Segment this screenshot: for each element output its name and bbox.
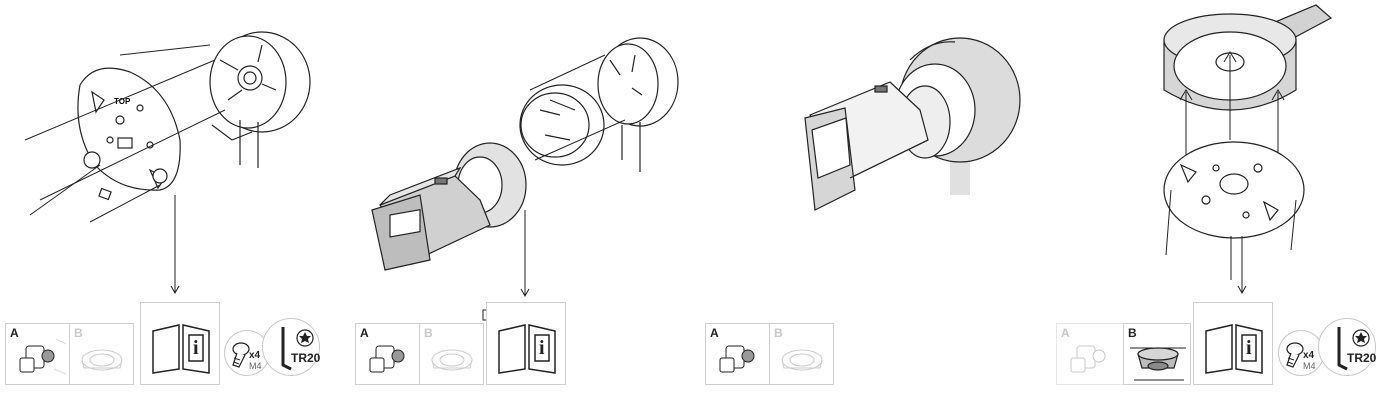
arrow-down (1237, 236, 1247, 295)
mount-option-b[interactable]: B (69, 323, 134, 385)
step-4-illustration (1163, 4, 1333, 295)
mount-option-letter: A (360, 326, 369, 340)
junction-box (597, 37, 679, 172)
tool-label: TR20 (1347, 351, 1377, 365)
mount-option-letter: A (1061, 326, 1070, 340)
mount-option-a[interactable]: A (1056, 323, 1124, 385)
info-glyph: i (193, 337, 199, 359)
torx-star-icon (1352, 329, 1370, 347)
open-book-info-icon (152, 324, 210, 374)
info-glyph: i (1246, 337, 1252, 359)
manual-info-box[interactable]: i (140, 302, 220, 385)
tool-label: TR20 (291, 351, 321, 365)
open-book-info-icon (498, 324, 556, 374)
torx-screw-icon (1286, 342, 1304, 368)
mount-option-letter: B (774, 326, 783, 340)
mount-option-a[interactable]: A (705, 323, 770, 385)
wall-mount-icon (1070, 345, 1106, 373)
mount-option-letter: B (1128, 326, 1137, 340)
mounting-plate (77, 67, 181, 201)
mount-option-a[interactable]: A (5, 323, 70, 385)
wall-mount-icon (369, 345, 405, 373)
arrow-down (170, 195, 180, 295)
torx-key-icon (1337, 327, 1348, 371)
info-glyph: i (539, 337, 545, 359)
junction-box (209, 31, 311, 168)
mounting-plate (1163, 141, 1305, 239)
screw-size: M4 (1303, 361, 1316, 371)
plate-marking-top: TOP (114, 97, 131, 106)
torx-key-icon (281, 327, 292, 371)
tool-circle: TR20 (262, 318, 320, 376)
screw-count: x4 (1303, 350, 1315, 361)
mount-option-b[interactable]: B (1123, 323, 1191, 385)
mount-option-b[interactable]: B (419, 323, 484, 385)
screw-count: x4 (249, 350, 261, 361)
step-1-panel: TOP A B (0, 0, 340, 413)
step-1-illustration: TOP (24, 31, 311, 295)
manual-info-box[interactable]: i (1193, 302, 1273, 385)
step-2-illustration (371, 37, 679, 298)
tool-circle: TR20 (1318, 318, 1376, 376)
step-3-panel: A B (700, 0, 1040, 413)
manual-info-box[interactable]: i (486, 302, 566, 385)
mount-option-letter: A (10, 326, 19, 340)
screw-size: M4 (249, 361, 262, 371)
arrow-down (520, 210, 530, 298)
mount-option-letter: B (424, 326, 433, 340)
step-3-illustration (804, 37, 1021, 211)
step-4-panel: A B i (1046, 0, 1386, 413)
open-book-info-icon (1205, 324, 1263, 374)
ceiling-mount-icon (81, 349, 123, 371)
mount-option-letter: A (710, 326, 719, 340)
ceiling-mount-icon (1130, 347, 1186, 381)
torx-screw-icon (232, 342, 250, 368)
alignment-lines (24, 44, 226, 223)
screw-circle: x4 M4 (1278, 330, 1324, 376)
bullet-camera (371, 142, 527, 271)
mount-option-b[interactable]: B (769, 323, 834, 385)
alignment-lines (529, 54, 626, 161)
mount-option-a[interactable]: A (355, 323, 420, 385)
wall-mount-icon (19, 338, 67, 375)
torx-star-icon (296, 329, 314, 347)
bullet-camera (804, 81, 951, 211)
ceiling-mount-icon (431, 349, 473, 371)
wall-mount-icon (719, 345, 755, 373)
mounting-plate (519, 84, 605, 166)
ceiling-mount-icon (781, 349, 823, 371)
step-2-panel: A B i (350, 0, 690, 413)
mount-option-letter: B (74, 326, 83, 340)
alignment-lines (1165, 189, 1297, 280)
